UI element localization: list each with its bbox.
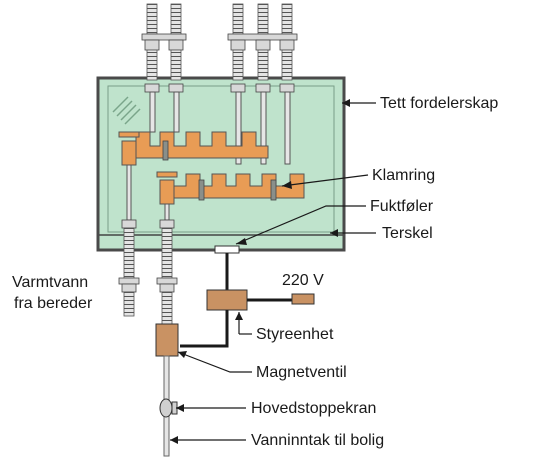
- label-cabinet: Tett fordelerskap: [380, 95, 498, 112]
- control-unit: [206, 289, 248, 311]
- supply-pipes: [118, 164, 178, 325]
- label-main-shutoff: Hovedstoppekran: [251, 400, 376, 417]
- label-moisture-sensor: Fuktføler: [370, 198, 434, 215]
- valve-cable: [180, 310, 229, 348]
- label-control-unit: Styreenhet: [256, 326, 334, 343]
- solenoid-valve: [155, 323, 179, 357]
- power-plug: [291, 293, 315, 305]
- shutoff-valve: [159, 398, 173, 418]
- label-water-inlet: Vanninntak til bolig: [251, 432, 384, 449]
- upper-manifold: [118, 131, 269, 166]
- distribution-cabinet: [96, 76, 346, 252]
- lower-manifold: [156, 171, 305, 205]
- water-inlet-pipe: [159, 355, 178, 457]
- moisture-sensor: [214, 245, 240, 254]
- label-voltage: 220 V: [282, 272, 324, 289]
- label-clamp-ring: Klamring: [372, 167, 435, 184]
- arrow-heads: [170, 99, 350, 444]
- label-hot-water-line1: Varmtvann: [12, 274, 88, 291]
- outgoing-hoses: [141, 3, 298, 165]
- label-solenoid-valve: Magnetventil: [256, 364, 347, 381]
- glass-glare-icon: [112, 96, 141, 125]
- label-threshold: Terskel: [382, 225, 433, 242]
- label-hot-water-line2: fra bereder: [14, 295, 93, 312]
